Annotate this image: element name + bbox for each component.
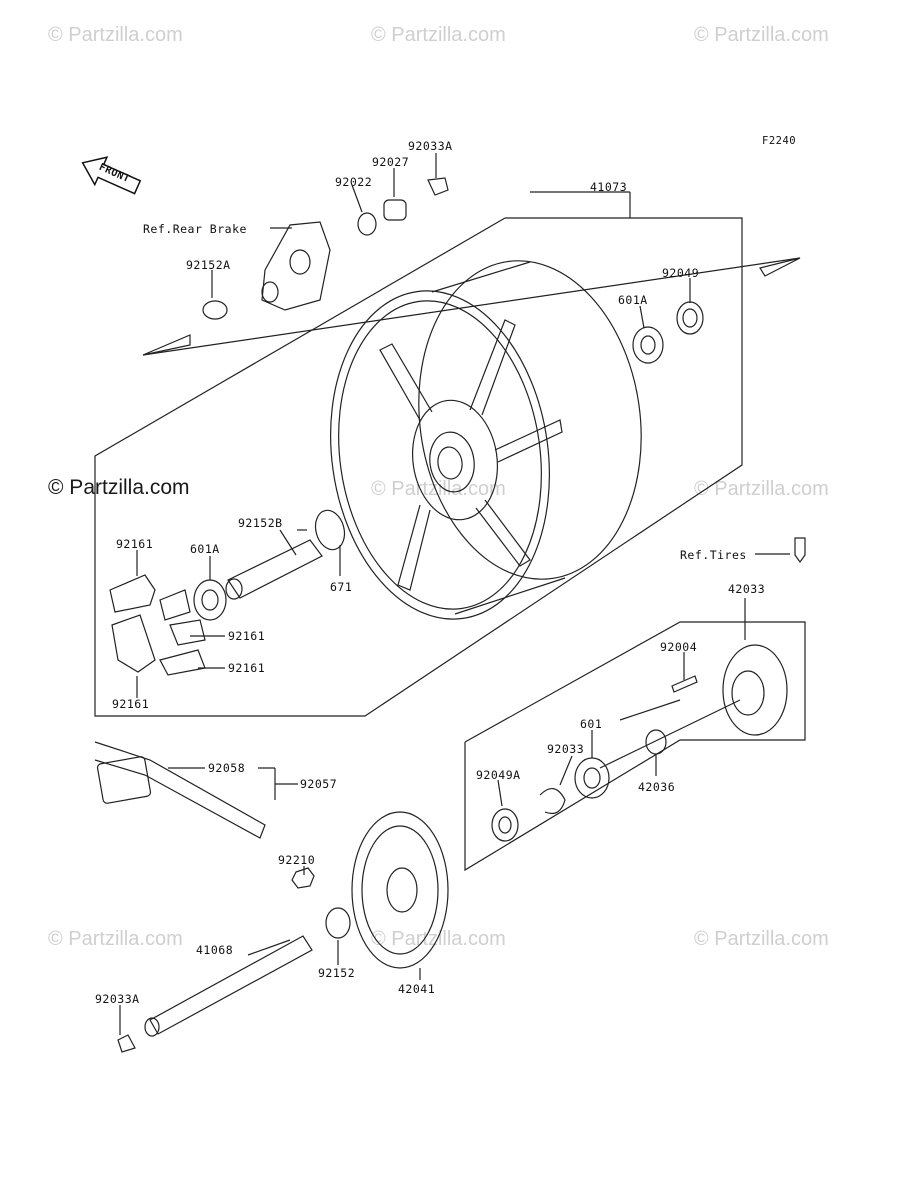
part-label[interactable]: 92161 <box>116 537 154 551</box>
stud-92004 <box>671 675 698 693</box>
wheel-rim-back <box>418 260 642 580</box>
part-label[interactable]: 92004 <box>660 640 698 654</box>
wheel-spoke <box>397 504 431 591</box>
collar-92152 <box>325 907 351 939</box>
part-label[interactable]: 92033A <box>95 992 140 1006</box>
seal-92049 <box>676 301 704 335</box>
wheel-frame <box>94 217 743 717</box>
part-label[interactable]: 41073 <box>590 180 628 194</box>
part-label[interactable]: 601A <box>190 542 220 556</box>
figure-code: F2240 <box>762 135 797 147</box>
brake-bracket <box>261 221 331 311</box>
bearing-601A <box>632 326 664 364</box>
part-label[interactable]: 92152A <box>186 258 231 272</box>
watermark: © Partzilla.com <box>694 928 829 950</box>
part-label[interactable]: 92033 <box>547 742 585 756</box>
axle-41068 <box>149 935 313 1035</box>
clip-92033A <box>427 177 449 196</box>
damper-92161 <box>159 649 206 676</box>
part-label[interactable]: 92027 <box>372 155 410 169</box>
damper-92161 <box>159 589 191 621</box>
sprocket-42041 <box>351 811 449 969</box>
part-label[interactable]: 92161 <box>228 629 266 643</box>
part-label[interactable]: 92033A <box>408 139 453 153</box>
watermark: © Partzilla.com <box>48 24 183 46</box>
watermark: © Partzilla.com <box>694 24 829 46</box>
part-label[interactable]: 601 <box>580 717 603 731</box>
wheel-spoke <box>469 319 516 416</box>
part-label[interactable]: 92210 <box>278 853 316 867</box>
watermark: © Partzilla.com <box>694 478 829 500</box>
circlip-92033 <box>539 788 566 815</box>
axle-line <box>142 257 801 356</box>
part-label[interactable]: 92152 <box>318 966 356 980</box>
tire-valve <box>794 537 806 564</box>
wheel-rim-front <box>330 290 550 620</box>
nut-92210 <box>291 867 315 889</box>
part-label[interactable]: 42033 <box>728 582 766 596</box>
bearing-601A <box>193 579 227 621</box>
collar-92152B <box>227 539 323 599</box>
part-label[interactable]: 92057 <box>300 777 338 791</box>
ring-92022 <box>357 212 377 236</box>
oring-671 <box>314 509 346 551</box>
part-label[interactable]: 92022 <box>335 175 373 189</box>
part-label[interactable]: 42036 <box>638 780 676 794</box>
part-label[interactable]: 41068 <box>196 943 234 957</box>
bearing-601 <box>574 757 610 799</box>
part-label[interactable]: 671 <box>330 580 353 594</box>
watermark: © Partzilla.com <box>371 24 506 46</box>
part-label[interactable]: 92152B <box>238 516 283 530</box>
watermark: © Partzilla.com <box>48 928 183 950</box>
wheel-spoke <box>379 343 433 421</box>
part-label[interactable]: 92161 <box>112 697 150 711</box>
wheel-hub <box>411 399 499 521</box>
collar-92152A <box>202 300 228 320</box>
chain-92057 <box>94 741 266 839</box>
part-label[interactable]: 92161 <box>228 661 266 675</box>
damper-92161 <box>169 619 206 646</box>
seal-92049A <box>491 808 519 842</box>
axle-arrow-left <box>142 334 191 356</box>
coupling-42033 <box>722 644 788 736</box>
collar-92027 <box>383 199 407 221</box>
collar-42036 <box>645 729 667 755</box>
ref-tires-label[interactable]: Ref.Tires <box>680 548 747 562</box>
axle-arrow-right <box>759 257 801 277</box>
watermark: © Partzilla.com <box>371 928 506 950</box>
part-label[interactable]: 601A <box>618 293 648 307</box>
watermark: © Partzilla.com <box>48 476 190 499</box>
damper-92161 <box>109 574 156 613</box>
coupling-frame <box>464 621 806 872</box>
watermark: © Partzilla.com <box>371 478 506 500</box>
chain-joint-92058 <box>96 756 152 804</box>
part-label[interactable]: 92049 <box>662 266 700 280</box>
part-label[interactable]: 92049A <box>476 768 521 782</box>
wheel-spoke <box>475 499 531 567</box>
damper-92161 <box>111 614 156 673</box>
part-label[interactable]: 92058 <box>208 761 246 775</box>
part-label[interactable]: 42041 <box>398 982 436 996</box>
front-arrow-icon <box>81 156 142 195</box>
wheel-spoke <box>494 419 563 463</box>
clip-92033A <box>117 1034 136 1053</box>
ref-rear-brake-label[interactable]: Ref.Rear Brake <box>143 222 247 236</box>
